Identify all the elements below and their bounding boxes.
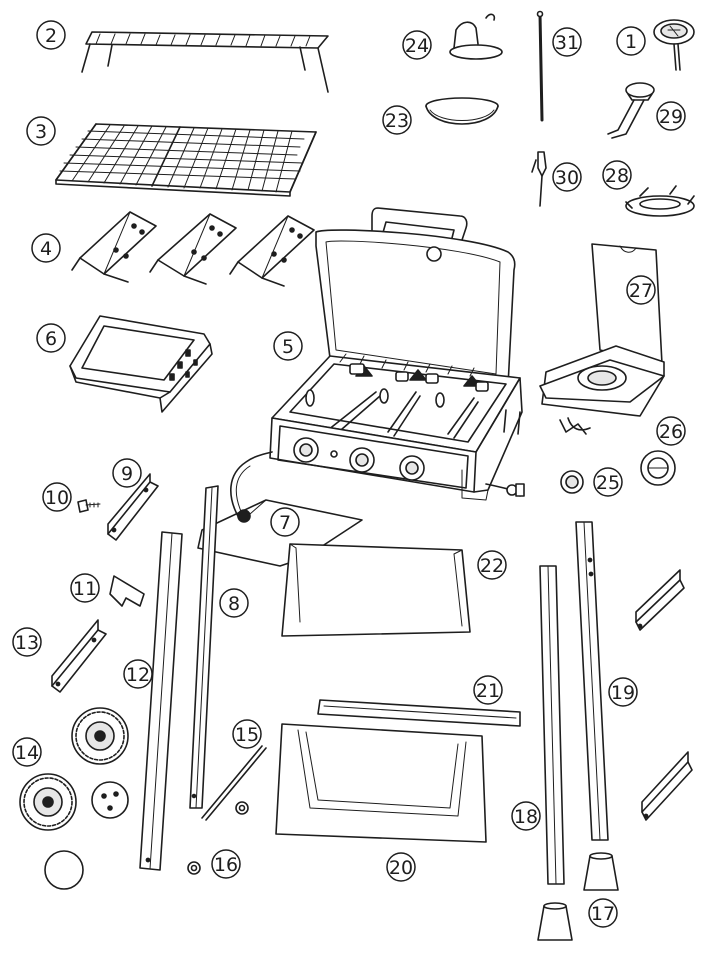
callout-29: 29 bbox=[656, 101, 686, 131]
part-11-bracket bbox=[109, 575, 145, 607]
svg-text:12: 12 bbox=[126, 664, 150, 686]
callout-28: 28 bbox=[602, 160, 632, 190]
part-2-warming-rack bbox=[81, 31, 329, 93]
svg-text:20: 20 bbox=[389, 857, 413, 879]
svg-text:3: 3 bbox=[35, 121, 47, 143]
callout-2: 2 bbox=[36, 20, 66, 50]
callout-27: 27 bbox=[626, 275, 656, 305]
part-14-wheels bbox=[19, 707, 129, 890]
svg-text:17: 17 bbox=[591, 903, 615, 925]
part-9-bracket bbox=[107, 473, 159, 541]
svg-text:25: 25 bbox=[596, 472, 620, 494]
callout-13: 13 bbox=[12, 627, 42, 657]
part-1-thermometer bbox=[653, 19, 695, 71]
part-21-rail bbox=[317, 699, 521, 727]
part-27-side-burner bbox=[539, 243, 665, 435]
part-25-knob bbox=[560, 470, 584, 494]
part-29-side-burner-tube bbox=[607, 82, 655, 139]
svg-text:11: 11 bbox=[73, 578, 97, 600]
svg-text:27: 27 bbox=[629, 280, 653, 302]
part-17-feet bbox=[537, 852, 619, 941]
callout-24: 24 bbox=[402, 30, 432, 60]
callout-17: 17 bbox=[588, 898, 618, 928]
callout-21: 21 bbox=[473, 675, 503, 705]
svg-text:8: 8 bbox=[228, 593, 240, 615]
svg-text:6: 6 bbox=[45, 328, 57, 350]
callout-5: 5 bbox=[273, 331, 303, 361]
svg-text:24: 24 bbox=[405, 35, 429, 57]
part-13-bracket bbox=[51, 619, 107, 693]
part-19-leg bbox=[575, 521, 609, 841]
callout-16: 16 bbox=[211, 849, 241, 879]
part-22-panel bbox=[281, 543, 471, 637]
part-24-hanger bbox=[449, 13, 503, 60]
callout-8: 8 bbox=[219, 588, 249, 618]
part-20-bottom-shelf bbox=[275, 723, 487, 843]
part-28-pan-support bbox=[625, 185, 695, 217]
callout-19: 19 bbox=[608, 677, 638, 707]
svg-text:15: 15 bbox=[235, 724, 259, 746]
callout-30: 30 bbox=[552, 162, 582, 192]
callout-11: 11 bbox=[70, 573, 100, 603]
svg-text:13: 13 bbox=[15, 632, 39, 654]
part-6-grease-tray bbox=[69, 315, 213, 413]
callout-1: 1 bbox=[616, 26, 646, 56]
callout-20: 20 bbox=[386, 852, 416, 882]
callout-14: 14 bbox=[12, 737, 42, 767]
callout-23: 23 bbox=[382, 105, 412, 135]
part-16-nut bbox=[187, 861, 201, 875]
callout-3: 3 bbox=[26, 116, 56, 146]
svg-text:2: 2 bbox=[45, 25, 57, 47]
svg-text:26: 26 bbox=[659, 421, 683, 443]
callout-9: 9 bbox=[112, 458, 142, 488]
svg-text:10: 10 bbox=[45, 487, 69, 509]
callout-6: 6 bbox=[36, 323, 66, 353]
part-31-probe bbox=[536, 10, 544, 122]
svg-text:16: 16 bbox=[214, 854, 238, 876]
svg-text:23: 23 bbox=[385, 110, 409, 132]
svg-text:14: 14 bbox=[15, 742, 39, 764]
callout-10: 10 bbox=[42, 482, 72, 512]
part-12-leg bbox=[139, 531, 183, 871]
part-3-cooking-grate bbox=[55, 123, 317, 197]
callout-31: 31 bbox=[552, 27, 582, 57]
svg-text:30: 30 bbox=[555, 167, 579, 189]
callout-15: 15 bbox=[232, 719, 262, 749]
part-5-grill-body bbox=[269, 207, 525, 501]
svg-text:7: 7 bbox=[279, 512, 291, 534]
part-26-burner-cap bbox=[640, 450, 676, 486]
callout-22: 22 bbox=[477, 550, 507, 580]
callout-18: 18 bbox=[511, 801, 541, 831]
part-18-leg bbox=[539, 565, 565, 885]
svg-text:5: 5 bbox=[282, 336, 294, 358]
svg-text:18: 18 bbox=[514, 806, 538, 828]
right-brackets bbox=[635, 569, 693, 821]
svg-text:22: 22 bbox=[480, 555, 504, 577]
part-10-bolt bbox=[77, 499, 101, 513]
part-8-leg bbox=[189, 485, 219, 809]
callout-4: 4 bbox=[31, 233, 61, 263]
svg-text:28: 28 bbox=[605, 165, 629, 187]
svg-text:29: 29 bbox=[659, 106, 683, 128]
part-15-axle bbox=[201, 745, 267, 821]
svg-text:4: 4 bbox=[40, 238, 52, 260]
svg-text:31: 31 bbox=[555, 32, 579, 54]
svg-text:1: 1 bbox=[625, 31, 637, 53]
callout-25: 25 bbox=[593, 467, 623, 497]
callout-12: 12 bbox=[123, 659, 153, 689]
callout-7: 7 bbox=[270, 507, 300, 537]
callout-26: 26 bbox=[656, 416, 686, 446]
part-4-flame-tamers bbox=[71, 211, 315, 287]
svg-text:9: 9 bbox=[121, 463, 133, 485]
part-30-igniter bbox=[531, 151, 547, 207]
svg-text:19: 19 bbox=[611, 682, 635, 704]
part-23-bowl bbox=[425, 97, 499, 125]
svg-text:21: 21 bbox=[476, 680, 500, 702]
